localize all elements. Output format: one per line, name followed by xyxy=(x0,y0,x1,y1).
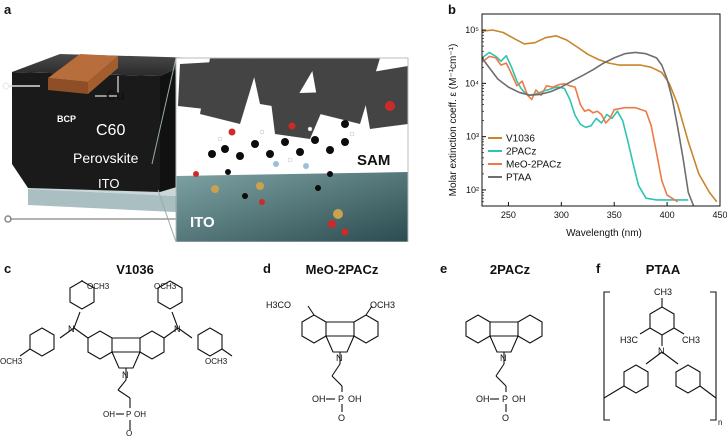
2pacz-oh-left: OH xyxy=(476,394,490,404)
panel-label-a: a xyxy=(4,2,12,17)
2pacz-p: P xyxy=(502,394,508,404)
ito-zoom-label: ITO xyxy=(190,214,215,231)
perovskite-label: Perovskite xyxy=(73,150,139,166)
v1036-o: O xyxy=(126,429,132,438)
ptaa-structure: CH3 H3C CH3 N n xyxy=(603,287,722,427)
2pacz-n: N xyxy=(500,353,507,363)
2pacz-oh-right: OH xyxy=(512,394,526,404)
y-tick-label-3: 10⁵ xyxy=(465,25,479,35)
x-axis-label: Wavelength (nm) xyxy=(566,228,642,239)
v1036-och3-top-left: OCH3 xyxy=(87,282,110,291)
y-axis-label: Molar extinction coeff. ε (M⁻¹cm⁻¹) xyxy=(448,44,459,197)
2pacz-o: O xyxy=(502,413,509,423)
ptaa-n: N xyxy=(658,346,665,356)
v1036-och3-right: OCH3 xyxy=(205,357,228,366)
x-tick-label-2: 350 xyxy=(607,210,622,220)
v1036-structure: N N N OCH3 OCH3 OCH3 OCH3 OH P OH O xyxy=(0,280,233,438)
meo-2pacz-oh-right: OH xyxy=(348,394,362,404)
v1036-n-left: N xyxy=(68,324,75,334)
legend-label-3: PTAA xyxy=(506,173,532,184)
panel-label-c: c xyxy=(4,261,12,276)
panel-label-b: b xyxy=(448,2,456,17)
2pacz-structure: N OH P OH O xyxy=(465,314,543,423)
series-line-2 xyxy=(481,55,679,203)
v1036-n-core: N xyxy=(122,370,129,380)
title-ptaa: PTAA xyxy=(645,262,681,277)
v1036-p: P xyxy=(126,410,131,419)
meo-2pacz-o: O xyxy=(338,413,345,423)
series-line-3 xyxy=(481,51,695,207)
extinction-chart: Molar extinction coeff. ε (M⁻¹cm⁻¹) Wave… xyxy=(448,13,727,239)
y-tick-label-2: 10⁴ xyxy=(465,78,479,88)
v1036-oh-right: OH xyxy=(134,410,146,419)
bcp-label: BCP xyxy=(57,114,77,124)
meo-2pacz-n: N xyxy=(336,353,343,363)
title-meo-2pacz: MeO-2PACz xyxy=(305,262,379,277)
meo-2pacz-structure: H3CO OCH3 N OH P OH O xyxy=(266,300,395,423)
title-2pacz: 2PACz xyxy=(489,262,531,277)
sam-label: SAM xyxy=(357,152,391,169)
legend-label-1: 2PACz xyxy=(506,147,536,158)
meo-2pacz-p: P xyxy=(338,394,344,404)
x-tick-label-4: 450 xyxy=(712,210,727,220)
panel-label-d: d xyxy=(263,261,271,276)
panel-label-f: f xyxy=(596,261,601,276)
v1036-oh-left: OH xyxy=(103,410,115,419)
v1036-och3-left: OCH3 xyxy=(0,357,23,366)
sam-zoom-illustration xyxy=(151,57,409,242)
x-tick-label-1: 300 xyxy=(554,210,569,220)
c60-label: C60 xyxy=(96,122,126,139)
ptaa-h3c-left: H3C xyxy=(620,335,639,345)
ito-label: ITO xyxy=(98,176,120,191)
x-tick-label-3: 400 xyxy=(660,210,675,220)
v1036-n-right: N xyxy=(174,324,181,334)
ptaa-ch3-right: CH3 xyxy=(682,335,700,345)
v1036-och3-top-right: OCH3 xyxy=(154,282,177,291)
plot-frame xyxy=(481,13,721,207)
meo-2pacz-oh-left: OH xyxy=(312,394,326,404)
series-line-1 xyxy=(481,51,689,201)
legend-label-2: MeO-2PACz xyxy=(506,160,561,171)
device-illustration xyxy=(2,54,409,242)
cu-label: Cu xyxy=(106,87,125,103)
ptaa-ch3-top: CH3 xyxy=(654,287,672,297)
y-tick-label-0: 10² xyxy=(466,185,479,195)
series-line-0 xyxy=(481,29,718,203)
title-v1036: V1036 xyxy=(116,262,154,277)
meo-right-label: OCH3 xyxy=(370,300,395,310)
panel-label-e: e xyxy=(440,261,448,276)
meo-left-label: H3CO xyxy=(266,300,291,310)
legend-label-0: V1036 xyxy=(506,134,535,145)
ptaa-repeat-n: n xyxy=(718,418,722,427)
x-tick-label-0: 250 xyxy=(501,210,516,220)
device-stack xyxy=(2,54,200,223)
plot-area: 250 300 350 400 450 10² 10³ 10⁴ 10⁵ V1036 2PACzMeO… xyxy=(465,13,727,220)
y-tick-label-1: 10³ xyxy=(466,132,479,142)
